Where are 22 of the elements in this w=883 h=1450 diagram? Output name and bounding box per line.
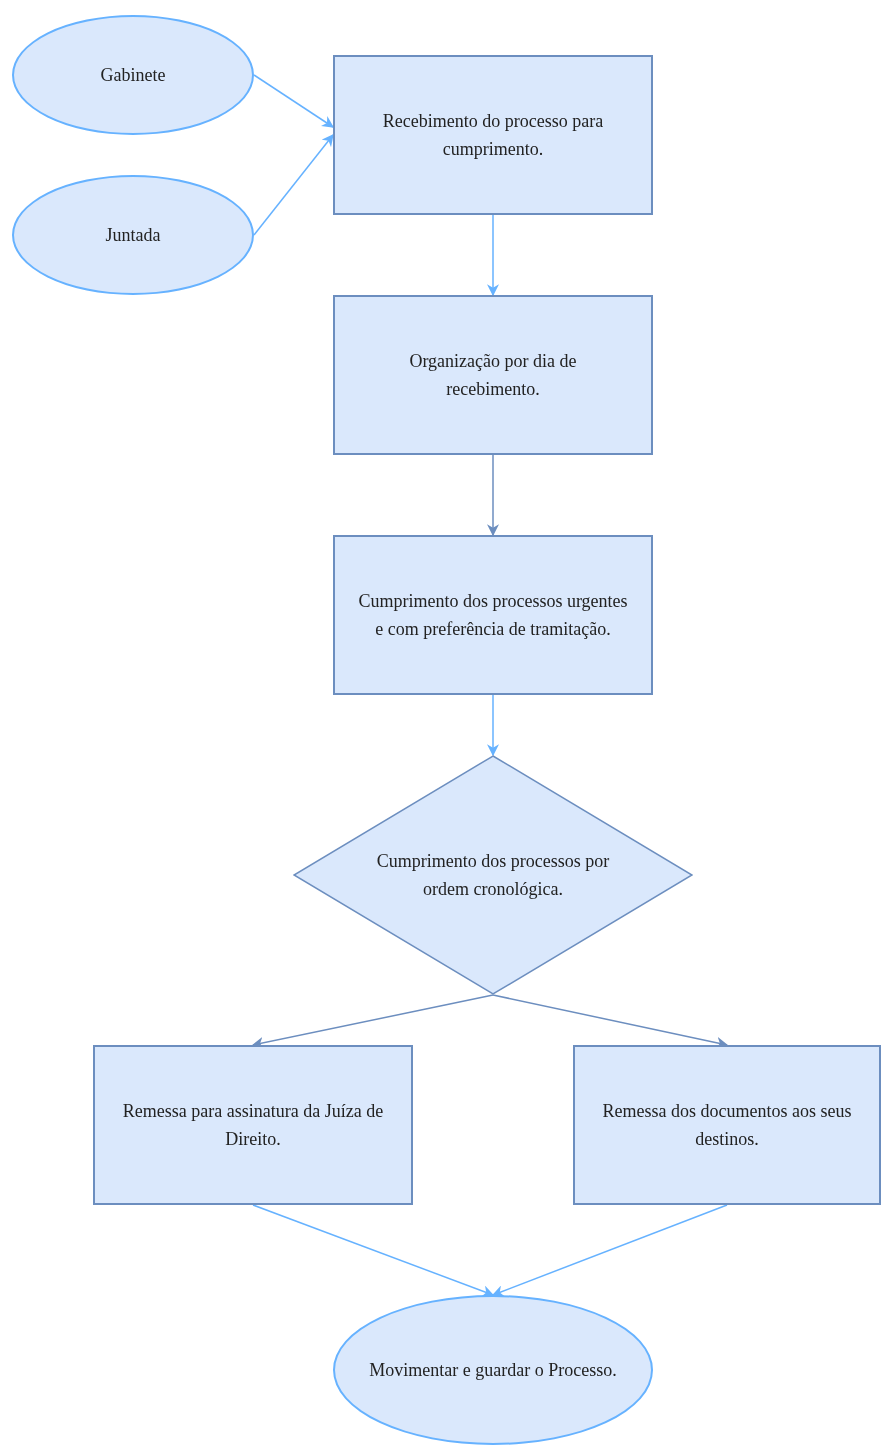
process-box <box>333 535 653 695</box>
node-text: Remessa para assinatura da Juíza de Direito. <box>121 1100 385 1151</box>
decision-diamond <box>293 755 693 995</box>
arrow <box>253 134 334 236</box>
process-box <box>93 1045 413 1205</box>
arrow <box>491 1204 728 1297</box>
arrow <box>487 694 499 757</box>
arrow <box>487 454 499 537</box>
arrow <box>253 74 334 128</box>
arrow <box>487 214 499 297</box>
process-box <box>333 295 653 455</box>
node-text: Organização por dia de recebimento. <box>408 350 578 401</box>
node-text: Juntada <box>105 224 161 247</box>
node-text: Gabinete <box>100 64 166 87</box>
node-text: Cumprimento dos processos urgentes e com preferência de tramitação. <box>358 590 628 641</box>
node-text: Remessa dos documentos aos seus destinos. <box>601 1100 853 1151</box>
node-text: Movimentar e guardar o Processo. <box>369 1359 617 1382</box>
node-text: Recebimento do processo para cumprimento. <box>381 110 605 161</box>
arrow <box>252 1204 495 1297</box>
process-box <box>333 55 653 215</box>
node-text: Cumprimento dos processos por ordem cronológica. <box>375 850 611 901</box>
process-box <box>573 1045 881 1205</box>
